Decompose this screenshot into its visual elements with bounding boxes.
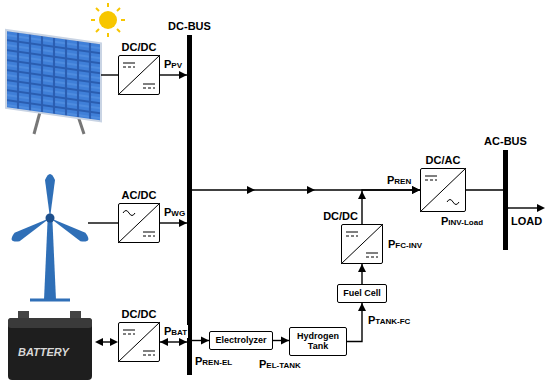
load-arrow <box>508 204 545 212</box>
pv-wire <box>101 74 118 75</box>
arrow-head <box>358 303 366 311</box>
arrow-head <box>201 337 209 345</box>
turbine-base <box>30 299 70 302</box>
power-label: PBAT <box>163 325 188 338</box>
connector-line <box>362 190 420 224</box>
converter-box: AC/DC <box>118 203 160 243</box>
power-flow-connector <box>273 337 289 345</box>
battery-body <box>8 318 92 380</box>
battery-top <box>8 318 92 328</box>
power-label: PFC-INV <box>387 238 423 251</box>
arrow-head <box>307 186 315 194</box>
process-box: Hydrogen Tank <box>289 327 347 356</box>
power-flow-connector <box>160 71 187 79</box>
power-label: PREN-EL <box>194 355 233 368</box>
arrow-head <box>412 186 420 194</box>
converter-box: DC/DC <box>118 55 160 95</box>
arrow-head <box>179 338 187 346</box>
arrow-head <box>281 337 289 345</box>
arrow-head <box>358 191 366 199</box>
battery-terminal <box>18 311 29 319</box>
arrow-head <box>247 186 255 194</box>
arrow-head <box>95 338 103 346</box>
wind-turbine <box>9 174 118 300</box>
converter-box: DC/DC <box>341 224 383 264</box>
heading-text: DC/AC <box>426 154 461 166</box>
power-flow-connector <box>160 338 187 346</box>
power-flow-connector <box>358 264 366 284</box>
arrow-head <box>412 186 420 194</box>
arrow-head <box>179 219 187 227</box>
connector-line <box>466 189 503 190</box>
arrow-head <box>110 338 118 346</box>
arrow-head <box>537 204 545 212</box>
box-text: Fuel Cell <box>338 285 386 301</box>
power-label: PTANK-FC <box>367 314 411 327</box>
arrow-head <box>160 338 168 346</box>
converter-symbols <box>118 55 466 362</box>
power-label: PPV <box>163 58 183 71</box>
ac-bus-bar: AC-BUS <box>503 150 508 250</box>
converter-box: DC/AC <box>420 168 466 212</box>
power-flow-connector <box>358 186 420 224</box>
sun-rays <box>91 3 125 37</box>
heading-text: AC-BUS <box>484 135 527 147</box>
turbine-hub <box>46 214 55 223</box>
power-label: PWG <box>163 206 186 219</box>
battery-terminal <box>70 311 81 319</box>
load-wire <box>508 207 538 208</box>
power-label: PREN <box>386 174 412 187</box>
solar-panel <box>6 30 118 134</box>
turbine-blades <box>9 174 90 244</box>
converter-box: DC/DC <box>118 322 160 362</box>
sun-disc <box>99 11 117 29</box>
power-flow-connector <box>192 337 209 345</box>
heading-text: DC/DC <box>122 308 157 320</box>
heading-text: DC/DC <box>122 41 157 53</box>
wg-wire <box>88 222 118 223</box>
arrow-head <box>358 264 366 272</box>
power-flow-connector <box>347 303 366 342</box>
panel-cells <box>6 30 101 121</box>
battery-label: BATTERY <box>18 346 69 358</box>
panel-leg <box>34 112 40 134</box>
battery-wire <box>102 341 111 342</box>
box-text: Electrolyzer <box>210 332 272 348</box>
process-box: Electrolyzer <box>209 331 273 350</box>
sun <box>91 3 125 37</box>
power-label: PEL-TANK <box>258 358 302 371</box>
battery <box>8 311 118 380</box>
load-label: LOAD <box>511 215 542 227</box>
power-flow-connector <box>160 219 187 227</box>
arrow-head <box>179 71 187 79</box>
process-box: Fuel Cell <box>337 284 387 303</box>
heading-text: DC/DC <box>323 210 358 222</box>
box-text: Hydrogen Tank <box>290 328 346 355</box>
dc-bus-bar: DC-BUS <box>187 35 192 375</box>
power-label: PINV-Load <box>440 215 484 228</box>
heading-text: AC/DC <box>122 189 157 201</box>
turbine-tower <box>44 222 56 300</box>
heading-text: DC-BUS <box>168 20 211 32</box>
power-flow-connector <box>466 190 503 191</box>
